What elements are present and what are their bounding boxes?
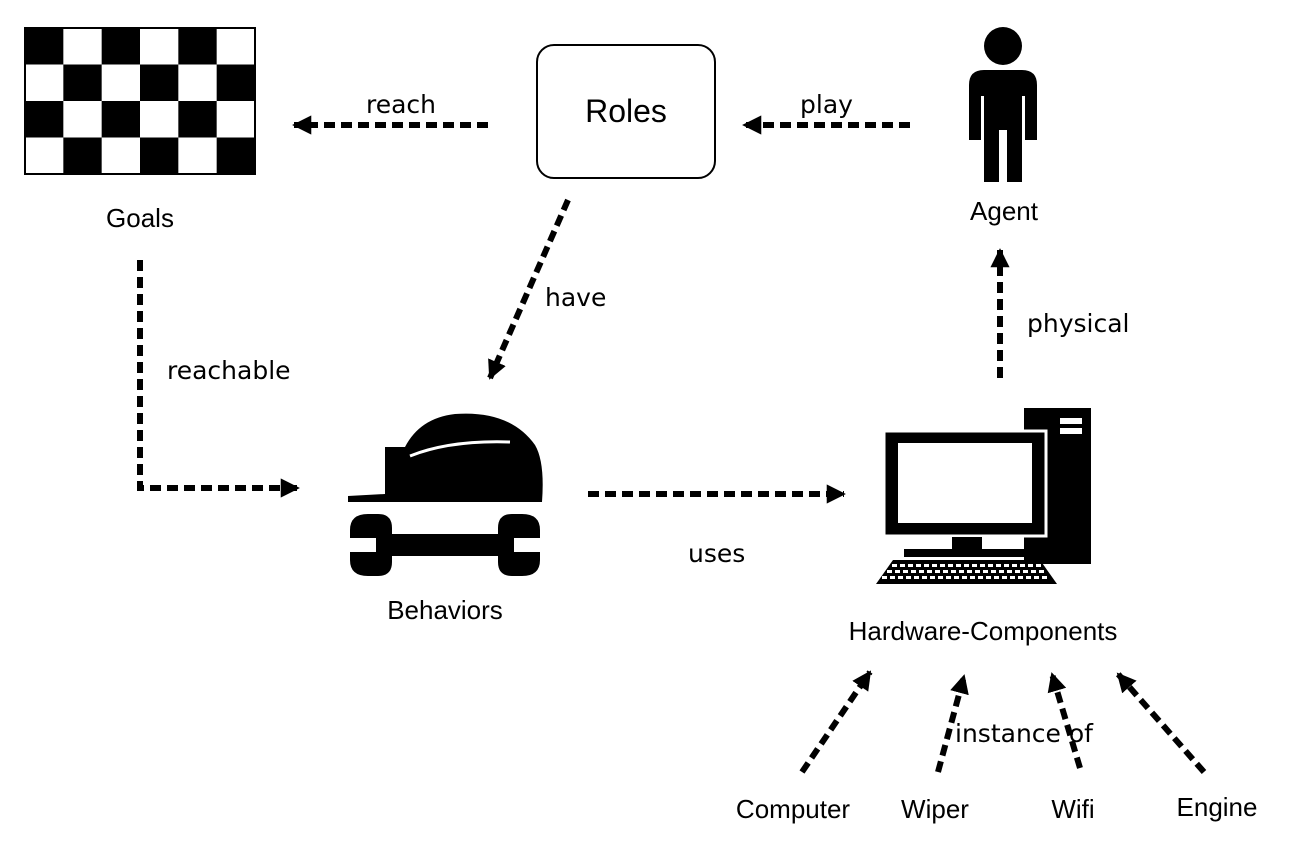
goals-label: Goals [106, 203, 174, 233]
edge-engine-instance [1115, 672, 1207, 774]
desktop-computer-icon [876, 408, 1091, 584]
behaviors-label: Behaviors [387, 595, 503, 625]
edge-have [487, 198, 571, 380]
wiper-label: Wiper [901, 794, 969, 824]
roles-node: Roles [536, 44, 716, 179]
computer-label: Computer [735, 794, 851, 824]
play-label: play [800, 90, 853, 119]
checkered-flag-icon [24, 27, 256, 175]
engine-label: Engine [1176, 792, 1258, 822]
instance-of-label: instance of [955, 719, 1093, 748]
roles-label: Roles [585, 93, 667, 129]
wifi-label: Wifi [1051, 794, 1095, 824]
edge-reachable [137, 260, 300, 498]
reach-label: reach [366, 90, 437, 119]
hardware-components-label: Hardware-Components [848, 616, 1118, 646]
physical-label: physical [1027, 309, 1130, 338]
agent-label: Agent [970, 196, 1038, 226]
reachable-label: reachable [167, 356, 291, 385]
uses-label: uses [688, 539, 746, 568]
person-icon [969, 27, 1037, 182]
hardhat-wrench-icon [348, 413, 543, 576]
edge-computer-instance [799, 670, 873, 774]
have-label: have [545, 283, 607, 312]
